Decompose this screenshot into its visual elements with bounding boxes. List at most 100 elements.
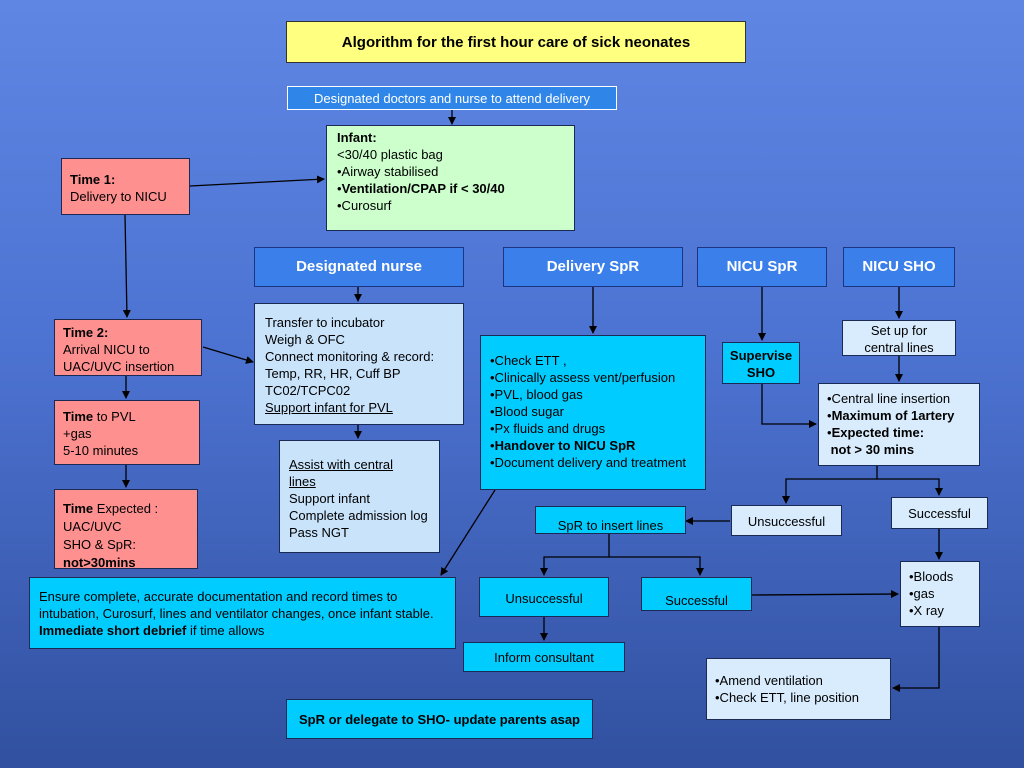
- unsuccessful-2-box: Unsuccessful: [479, 577, 609, 617]
- arrow-spr-insert-to-unsuccessful: [540, 534, 610, 576]
- ventilation-rest: /CPAP if < 30/40: [407, 181, 505, 196]
- spr-task-line: •Document delivery and treatment: [490, 455, 687, 470]
- header-nicu-sho: NICU SHO: [843, 247, 955, 287]
- bullet: •: [827, 408, 832, 423]
- unsuccessful-1-text: Unsuccessful: [747, 514, 826, 529]
- spr-task-line: •Clinically assess vent/perfusion: [490, 370, 676, 385]
- time-pvl-first: Time to PVL: [63, 408, 191, 425]
- nurse-task-line: TC02/TCPC02: [265, 383, 351, 398]
- time1-label: Time 1:: [70, 172, 116, 187]
- assist-underlined: Assist with central: [289, 457, 394, 472]
- bullet: •: [827, 425, 832, 440]
- amend-line: •Amend ventilation: [715, 673, 823, 688]
- ventilation-bold: Ventilation: [341, 181, 408, 196]
- arrow-spr-tasks-to-documentation: [440, 489, 496, 576]
- supervise-line: SHO: [746, 365, 776, 380]
- arrow-bloods-to-amend: [892, 627, 940, 692]
- header-designated-nurse-text: Designated nurse: [296, 258, 422, 275]
- documentation-text: Ensure complete, accurate documentation …: [39, 589, 434, 621]
- central-line-text: •Central line insertion: [827, 391, 951, 406]
- documentation-bold: Immediate short debrief: [39, 623, 187, 638]
- time1-box: Time 1: Delivery to NICU: [61, 158, 190, 215]
- parents-text: SpR or delegate to SHO- update parents a…: [299, 712, 580, 727]
- bullet: •: [337, 181, 342, 196]
- spr-task-line: •PVL, blood gas: [490, 387, 583, 402]
- time-pvl-box: Time to PVL +gas 5-10 minutes: [54, 400, 200, 465]
- header-nicu-spr-text: NICU SpR: [726, 258, 798, 275]
- bloods-line: •Bloods: [909, 569, 954, 584]
- time-expected-box: Time Expected : UAC/UVC SHO & SpR: not>3…: [54, 489, 198, 570]
- unsuccessful-2-text: Unsuccessful: [505, 591, 583, 606]
- documentation-box: Ensure complete, accurate documentation …: [29, 577, 456, 649]
- infant-heading: Infant:: [337, 130, 377, 145]
- assist-line: Complete admission log: [289, 508, 428, 523]
- header-nicu-sho-text: NICU SHO: [862, 258, 936, 275]
- time-pvl-label: Time: [63, 409, 94, 424]
- arrow-successful-to-bloods: [751, 590, 899, 599]
- inform-text: Inform consultant: [494, 650, 594, 665]
- title-text: Algorithm for the first hour care of sic…: [341, 34, 691, 51]
- infant-ventilation-line: •Ventilation/CPAP if < 30/40: [337, 180, 564, 197]
- nurse-tasks-box: Transfer to incubator Weigh & OFC Connec…: [254, 303, 464, 425]
- time-pvl-line: +gas: [63, 426, 92, 441]
- bloods-line: •X ray: [909, 603, 944, 618]
- central-line-max: •Maximum of 1artery: [827, 407, 971, 424]
- spr-insert-lines-box: SpR to insert lines: [535, 506, 686, 534]
- central-line-expected: •Expected time:: [827, 424, 971, 441]
- time2-label: Time 2:: [63, 325, 109, 340]
- header-nicu-spr: NICU SpR: [697, 247, 827, 287]
- time2-line: Arrival NICU to: [63, 342, 150, 357]
- handover-bold: Handover to NICU SpR: [494, 438, 636, 453]
- assist-line: Pass NGT: [289, 525, 349, 540]
- assist-underlined: lines: [289, 474, 316, 489]
- amend-line: •Check ETT, line position: [715, 690, 860, 705]
- page-title: Algorithm for the first hour care of sic…: [286, 21, 746, 63]
- time-expected-bold: not>30mins: [63, 555, 136, 570]
- spr-task-handover: •Handover to NICU SpR: [490, 437, 696, 454]
- documentation-tail: if time allows: [186, 623, 265, 638]
- spr-tasks-box: •Check ETT , •Clinically assess vent/per…: [480, 335, 706, 490]
- supervise-sho-box: Supervise SHO: [722, 342, 800, 384]
- arrow-time2-to-nurse-tasks: [202, 346, 254, 364]
- time2-box: Time 2: Arrival NICU to UAC/UVC insertio…: [54, 319, 202, 376]
- successful-1-text: Successful: [908, 506, 971, 521]
- supervise-line: Supervise: [729, 348, 793, 363]
- parents-box: SpR or delegate to SHO- update parents a…: [286, 699, 593, 739]
- nurse-task-underlined: Support infant for PVL: [265, 400, 393, 415]
- bloods-box: •Bloods •gas •X ray: [900, 561, 980, 627]
- infant-line: •Airway stabilised: [337, 164, 439, 179]
- nurse-assist-box: Assist with central lines Support infant…: [279, 440, 440, 553]
- time-expected-rest: Expected :: [93, 501, 159, 516]
- arrow-supervise-to-central-line: [761, 384, 817, 428]
- time-expected-line: UAC/UVC: [63, 519, 122, 534]
- spr-task-line: •Check ETT ,: [490, 353, 567, 368]
- successful-2-text: Successful: [665, 593, 728, 608]
- time-expected-first: Time Expected :: [63, 500, 189, 518]
- inform-consultant-box: Inform consultant: [463, 642, 625, 672]
- unsuccessful-1-box: Unsuccessful: [731, 505, 842, 536]
- arrow-central-to-unsuccessful: [782, 466, 878, 504]
- time1-text: Delivery to NICU: [70, 189, 167, 204]
- successful-1-box: Successful: [891, 497, 988, 529]
- header-delivery-spr: Delivery SpR: [503, 247, 683, 287]
- central-line-box: •Central line insertion •Maximum of 1art…: [818, 383, 980, 466]
- nurse-task-line: Temp, RR, HR, Cuff BP: [265, 366, 401, 381]
- header-designated-nurse: Designated nurse: [254, 247, 464, 287]
- time-pvl-line: 5-10 minutes: [63, 443, 139, 458]
- central-expected-bold: Expected time:: [831, 425, 925, 440]
- time2-line: UAC/UVC insertion: [63, 359, 175, 374]
- time-expected-label: Time: [63, 501, 94, 516]
- assist-line: Support infant: [289, 491, 370, 506]
- spr-task-line: •Px fluids and drugs: [490, 421, 606, 436]
- infant-line: •Curosurf: [337, 198, 392, 213]
- designated-doctors-text: Designated doctors and nurse to attend d…: [313, 91, 591, 106]
- arrow-time1-to-time2: [122, 214, 131, 318]
- time-pvl-rest: to PVL: [93, 409, 136, 424]
- header-delivery-spr-text: Delivery SpR: [546, 258, 640, 275]
- amend-box: •Amend ventilation •Check ETT, line posi…: [706, 658, 891, 720]
- setup-line: central lines: [864, 340, 934, 355]
- arrow-central-to-successful: [877, 478, 943, 496]
- setup-central-lines-box: Set up for central lines: [842, 320, 956, 356]
- nurse-task-line: Weigh & OFC: [265, 332, 345, 347]
